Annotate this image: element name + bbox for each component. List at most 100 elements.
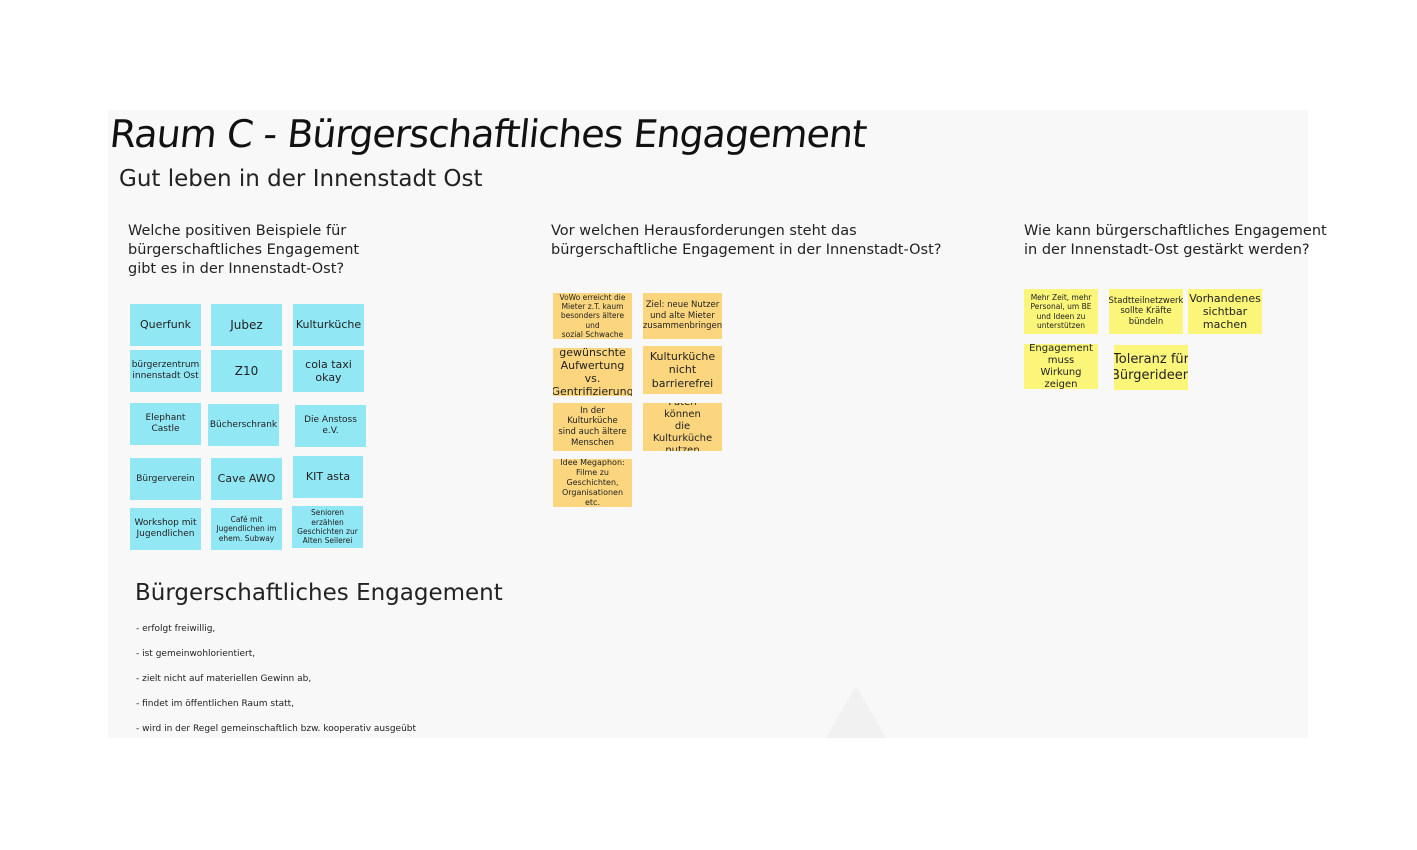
sticky-line: Personal, um BE (1030, 302, 1092, 312)
sticky-note-example[interactable]: Die Anstoss e.V. (295, 405, 366, 447)
sticky-line: Querfunk (139, 318, 192, 332)
sticky-note-idea[interactable]: Stadtteilnetzwerk sollte Kräfte bündeln (1109, 289, 1183, 334)
sticky-line: Jugendlichen im (216, 524, 277, 534)
sticky-note-example[interactable]: KIT asta (293, 456, 363, 498)
question-line: bürgerschaftliches Engagement (128, 242, 360, 258)
sticky-line: innenstadt Ost (132, 371, 199, 381)
sticky-line: Mieter z.T. kaum (561, 301, 624, 311)
definition-item: - ist gemeinwohlorientiert, (136, 649, 256, 659)
question-positive-examples: Welche positiven Beispiele für bürgersch… (128, 222, 359, 279)
sticky-line: Gentrifizierung (553, 385, 632, 396)
sticky-line: nutzen (665, 445, 700, 451)
sticky-line: Filme zu (576, 468, 609, 477)
question-line: Vor welchen Herausforderungen steht das (551, 223, 857, 239)
sticky-line: bündeln (1128, 316, 1164, 327)
sticky-line: Elephant (145, 413, 186, 424)
sticky-line: Alten Seilerei (302, 536, 353, 546)
sticky-line: VoWo erreicht die (559, 293, 626, 302)
definition-item: - findet im öffentlichen Raum statt, (136, 699, 295, 709)
sticky-line: Stadtteilnetzwerk (1109, 295, 1183, 306)
sticky-note-example[interactable]: Bürgerverein (130, 458, 201, 500)
sticky-line: okay (315, 371, 342, 384)
sticky-line: ehem. Subway (218, 533, 275, 543)
definition-item: - wird in der Regel gemeinschaftlich bzw… (136, 724, 417, 734)
sticky-line: Z10 (234, 363, 259, 378)
sticky-line: sichtbar (1202, 304, 1248, 318)
question-line: in der Innenstadt-Ost gestärkt werden? (1024, 242, 1310, 258)
sticky-note-challenge[interactable]: Idee Megaphon: Filme zu Geschichten, Org… (553, 459, 632, 507)
question-line: gibt es in der Innenstadt-Ost? (128, 261, 345, 277)
sticky-note-example[interactable]: bürgerzentrum innenstadt Ost (130, 350, 201, 392)
sticky-line: cola taxi (305, 357, 352, 371)
definition-item: - zielt nicht auf materiellen Gewinn ab, (136, 674, 312, 684)
sticky-line: sozial Schwache (561, 330, 624, 339)
sticky-line: Aufwertung vs. (560, 358, 625, 385)
sticky-note-challenge[interactable]: gewünschte Aufwertung vs. Gentrifizierun… (553, 348, 632, 396)
sticky-line: Cave AWO (217, 472, 276, 486)
sticky-line: zeigen (1044, 378, 1078, 390)
sticky-line: KIT asta (305, 470, 351, 484)
question-line: Wie kann bürgerschaftliches Engagement (1024, 223, 1327, 239)
definition-item: - erfolgt freiwillig, (136, 624, 216, 634)
sticky-note-challenge[interactable]: Kulturküche nicht barrierefrei (643, 346, 722, 394)
sticky-line: Ziel: neue Nutzer (645, 300, 720, 311)
sticky-line: e.V. (322, 426, 339, 436)
question-strengthen: Wie kann bürgerschaftliches Engagement i… (1024, 222, 1327, 260)
sticky-note-idea[interactable]: Mehr Zeit, mehr Personal, um BE und Idee… (1024, 289, 1098, 334)
question-line: bürgerschaftliche Engagement in der Inne… (551, 242, 942, 258)
sticky-note-idea[interactable]: Engagement muss Wirkung zeigen (1024, 344, 1098, 389)
sticky-line: besonders ältere und (560, 311, 625, 330)
sticky-line: Geschichten, (566, 478, 619, 487)
sticky-line: machen (1202, 318, 1248, 332)
sticky-line: und alte Mieter (650, 310, 715, 321)
sticky-line: sind auch ältere (558, 427, 627, 437)
sticky-note-example[interactable]: cola taxi okay (293, 350, 364, 392)
sticky-line: bürgerzentrum (131, 360, 200, 371)
sticky-note-example[interactable]: Z10 (211, 350, 282, 392)
sticky-note-example[interactable]: Querfunk (130, 304, 201, 346)
sticky-note-example[interactable]: Café mit Jugendlichen im ehem. Subway (211, 508, 282, 550)
sticky-note-idea[interactable]: Toleranz für Bürgerideen (1114, 345, 1188, 390)
sticky-note-challenge[interactable]: "Paten" können die Kulturküche nutzen (643, 403, 722, 451)
sticky-line: Jubez (230, 317, 263, 332)
sticky-note-example[interactable]: Elephant Castle (130, 403, 201, 445)
sticky-line: Die Anstoss (304, 415, 357, 426)
sticky-line: Kulturküche (295, 318, 362, 332)
sticky-line: Kulturküche (649, 350, 716, 364)
sticky-line: Organisationen etc. (561, 488, 624, 507)
question-challenges: Vor welchen Herausforderungen steht das … (551, 222, 941, 260)
sticky-line: unterstützen (1036, 320, 1085, 330)
sticky-line: nicht (668, 363, 697, 377)
sticky-note-challenge[interactable]: VoWo erreicht die Mieter z.T. kaum beson… (553, 293, 632, 339)
sticky-note-idea[interactable]: Vorhandenes sichtbar machen (1188, 289, 1262, 334)
sticky-note-challenge[interactable]: Ziel: neue Nutzer und alte Mieter zusamm… (643, 293, 722, 339)
sticky-line: Menschen (570, 437, 615, 448)
board-subtitle: Gut leben in der Innenstadt Ost (119, 166, 483, 192)
sticky-line: muss Wirkung (1040, 354, 1082, 378)
sticky-line: Café mit (230, 514, 263, 524)
sticky-note-example[interactable]: Cave AWO (211, 458, 282, 500)
question-line: Welche positiven Beispiele für (128, 223, 347, 239)
sticky-line: Castle (151, 424, 180, 434)
sticky-note-example[interactable]: Kulturküche (293, 304, 364, 346)
sticky-line: Bürgerideen (1114, 367, 1188, 383)
sticky-line: sollte Kräfte (1120, 306, 1172, 317)
sticky-note-example[interactable]: Workshop mit Jugendlichen (130, 508, 201, 550)
sticky-line: Workshop mit (134, 518, 197, 529)
sticky-line: barrierefrei (651, 376, 714, 390)
sticky-line: und Ideen zu (1036, 311, 1086, 321)
definition-heading: Bürgerschaftliches Engagement (135, 580, 503, 606)
sticky-line: In der Kulturküche (567, 405, 618, 427)
sticky-note-example[interactable]: Bücherschrank (208, 404, 279, 446)
sticky-note-challenge[interactable]: In der Kulturküche sind auch ältere Mens… (553, 403, 632, 451)
board-title: Raum C - Bürgerschaftliches Engagement (107, 112, 869, 156)
sticky-line: zusammenbringen (643, 321, 722, 332)
sticky-note-example[interactable]: Senioren erzählen Geschichten zur Alten … (292, 506, 363, 548)
sticky-note-example[interactable]: Jubez (211, 304, 282, 346)
sticky-line: gewünschte (559, 348, 626, 359)
sticky-line: Toleranz für (1114, 351, 1188, 367)
sticky-line: Vorhandenes (1189, 291, 1261, 305)
sticky-line: Bücherschrank (209, 419, 278, 430)
sticky-line: Mehr Zeit, mehr (1030, 292, 1092, 302)
sticky-line: Geschichten zur (297, 527, 358, 536)
